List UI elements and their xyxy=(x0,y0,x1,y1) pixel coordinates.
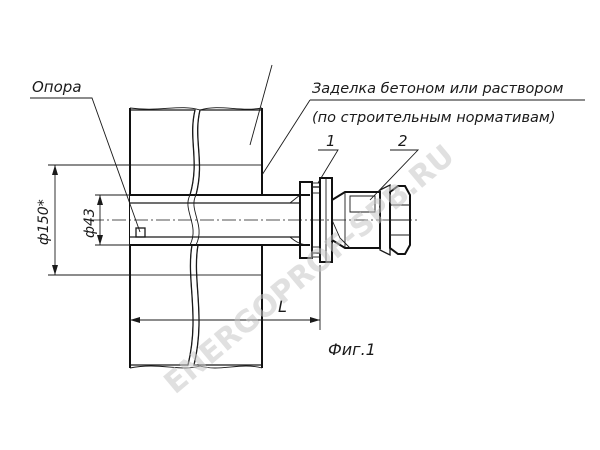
label-embedding-1: Заделка бетоном или раствором xyxy=(312,81,563,97)
label-position-1: 1 xyxy=(326,132,336,150)
label-outer-diameter: ф150* xyxy=(36,199,52,245)
watermark: ENERGOPROF-SPB.RU xyxy=(158,138,462,401)
label-length: L xyxy=(278,297,287,316)
label-position-2: 2 xyxy=(398,132,408,150)
label-embedding-2: (по строительным нормативам) xyxy=(312,110,555,126)
wall-outline xyxy=(129,107,263,369)
dimension-inner-diameter xyxy=(95,194,130,246)
label-support: Опора xyxy=(32,78,82,96)
label-inner-diameter: ф43 xyxy=(82,208,98,238)
dimension-length xyxy=(129,265,321,330)
leader-lines xyxy=(30,64,585,233)
label-figure: Фиг.1 xyxy=(328,340,376,359)
